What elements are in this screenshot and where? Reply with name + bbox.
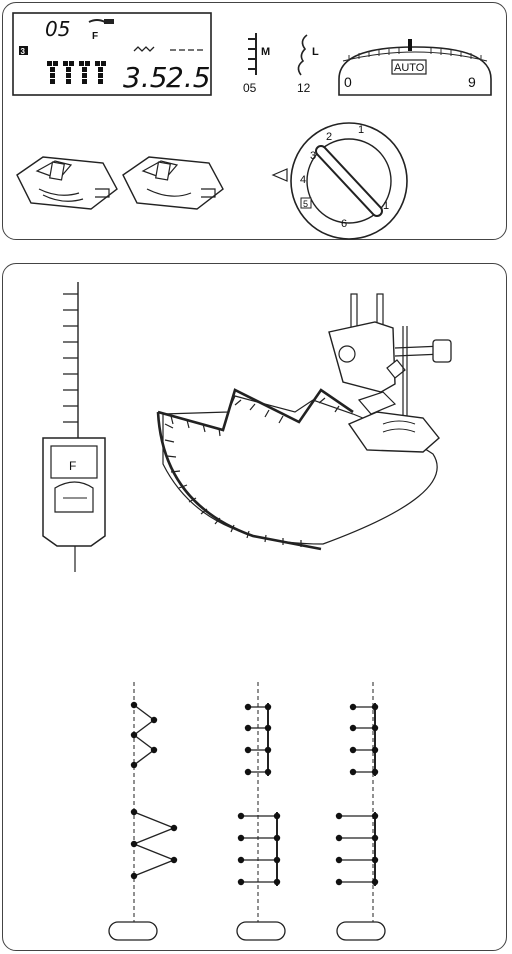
stitch-point — [350, 704, 356, 710]
stitch-pattern-diagrams — [109, 682, 385, 940]
lcd-stitch-length: 2.5 — [166, 61, 211, 94]
stitch-point — [245, 704, 251, 710]
thread-tension-dial: AUTO 0 9 — [339, 39, 491, 95]
memory-badge-number: 3 — [21, 47, 26, 56]
lcd-display: 05 F 3 3.5 2.5 — [13, 13, 211, 95]
needle-plate-slot-icon — [109, 922, 157, 940]
straight-stitch-guide — [63, 282, 78, 439]
lcd-stitch-width: 3.5 — [123, 61, 168, 94]
dial-label-3: 3 — [310, 150, 316, 162]
stitch-point — [372, 813, 378, 819]
stitch-point — [372, 857, 378, 863]
pattern-icon-05: M 05 — [243, 33, 270, 95]
stitch-point — [265, 725, 271, 731]
stitch-point — [372, 769, 378, 775]
foot-indicator-icon — [104, 19, 114, 24]
stitch-segment — [134, 735, 154, 750]
stitch-point — [245, 747, 251, 753]
stitch-point — [151, 747, 157, 753]
dial-label-7: 1 — [358, 124, 364, 136]
stitch-point — [372, 704, 378, 710]
stitch-point — [238, 813, 244, 819]
stitch-point — [131, 732, 137, 738]
stitch-point — [372, 725, 378, 731]
settings-illustrations: 05 F 3 3.5 2.5 — [3, 3, 508, 241]
lcd-foot-letter: F — [92, 31, 98, 42]
stitch-point — [274, 835, 280, 841]
tension-indicator — [408, 39, 412, 51]
stitch-point — [245, 769, 251, 775]
stitch-point — [350, 769, 356, 775]
dial-label-5: 5 — [303, 199, 308, 209]
needle-plate-slot-icon — [337, 922, 385, 940]
stitch-point — [372, 879, 378, 885]
stitch-point — [265, 704, 271, 710]
stitch-point — [131, 702, 137, 708]
tension-min-label: 0 — [344, 74, 352, 90]
settings-panel: 05 F 3 3.5 2.5 — [2, 2, 507, 240]
pattern-number-05: 05 — [243, 81, 257, 95]
stitch-point — [274, 879, 280, 885]
stitch-point — [238, 835, 244, 841]
stitching-illustrations: F — [3, 264, 508, 952]
stitch-point — [350, 747, 356, 753]
stitch-point — [336, 813, 342, 819]
pattern-icon-letter-l: L — [312, 46, 319, 58]
presser-foot-letter: F — [69, 459, 76, 473]
stitch-segment — [134, 844, 174, 860]
sewing-machine-illustration — [329, 294, 451, 452]
stitch-point — [372, 835, 378, 841]
stitch-segment — [134, 812, 174, 828]
stitch-segment — [134, 720, 154, 735]
stitch-segment — [134, 750, 154, 765]
stitch-point — [265, 769, 271, 775]
pressure-dial: 2 1 3 4 5 6 1 — [273, 123, 407, 239]
stitch-point — [245, 725, 251, 731]
stitch-point — [274, 857, 280, 863]
stitch-point — [171, 825, 177, 831]
stitch-point — [171, 857, 177, 863]
lcd-pattern-number: 05 — [45, 17, 70, 41]
stitch-point — [131, 762, 137, 768]
stitch-point — [238, 857, 244, 863]
pattern-number-12: 12 — [297, 81, 311, 95]
presser-foot-f: F — [43, 438, 105, 572]
stitch-point — [265, 747, 271, 753]
tension-auto-label: AUTO — [394, 62, 425, 74]
stitch-point — [336, 857, 342, 863]
needle-plate-slot-icon — [237, 922, 285, 940]
stitching-panel: F — [2, 263, 507, 951]
zigzag-foot-illustration — [17, 157, 117, 209]
dial-label-6: 6 — [341, 218, 347, 230]
stitch-point — [131, 841, 137, 847]
tension-max-label: 9 — [468, 74, 476, 90]
stitch-segment — [134, 860, 174, 876]
stitch-point — [372, 747, 378, 753]
pointer-icon — [273, 169, 287, 181]
pattern-icon-12: L 12 — [297, 35, 319, 95]
stitch-point — [274, 813, 280, 819]
pattern-icon-letter-m: M — [261, 46, 270, 58]
stitch-point — [238, 879, 244, 885]
stitch-point — [350, 725, 356, 731]
stitch-point — [131, 873, 137, 879]
dial-label-2: 2 — [326, 131, 332, 143]
dial-label-1: 1 — [383, 200, 389, 212]
stitch-segment — [134, 705, 154, 720]
dial-label-4: 4 — [300, 174, 306, 186]
stitch-point — [151, 717, 157, 723]
stitch-segment — [134, 828, 174, 844]
satin-foot-illustration — [123, 157, 223, 209]
stitch-point — [131, 809, 137, 815]
stitch-point — [336, 879, 342, 885]
stitch-point — [336, 835, 342, 841]
